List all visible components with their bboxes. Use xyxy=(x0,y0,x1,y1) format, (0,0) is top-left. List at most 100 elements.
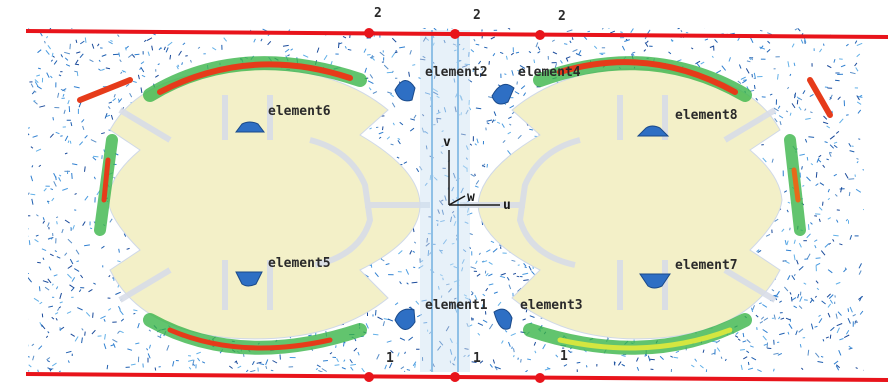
port-marker-bottom-1[interactable] xyxy=(364,372,374,382)
field-vector xyxy=(528,265,532,271)
field-vector xyxy=(234,360,238,363)
field-vector xyxy=(858,270,862,275)
field-vector xyxy=(566,29,573,33)
field-vector xyxy=(494,366,501,370)
field-vector xyxy=(848,191,851,197)
field-vector xyxy=(786,209,789,213)
field-vector xyxy=(752,305,755,311)
element7-marker[interactable] xyxy=(639,273,671,289)
field-vector xyxy=(567,350,572,353)
field-vector xyxy=(369,74,374,79)
field-vector xyxy=(58,370,61,372)
field-vector xyxy=(829,97,832,99)
field-vector xyxy=(47,278,52,284)
field-vector xyxy=(64,57,69,61)
field-vector xyxy=(43,188,47,192)
field-vector xyxy=(123,233,127,237)
field-vector xyxy=(84,166,86,172)
field-vector xyxy=(528,50,532,54)
field-vector xyxy=(486,163,488,168)
port-marker-top-2[interactable] xyxy=(450,29,460,39)
field-vector xyxy=(235,361,238,365)
element1-label: element1 xyxy=(425,298,488,313)
field-vector xyxy=(79,53,84,59)
field-vector xyxy=(31,343,35,347)
field-vector xyxy=(81,337,83,344)
port-marker-top-1[interactable] xyxy=(364,28,374,38)
field-vector xyxy=(143,39,147,42)
field-vector xyxy=(474,143,477,146)
field-vector xyxy=(31,198,34,205)
field-vector xyxy=(369,127,372,130)
field-vector xyxy=(833,141,838,144)
field-vector xyxy=(55,176,57,181)
port-marker-bottom-3[interactable] xyxy=(535,373,545,383)
field-vector xyxy=(76,260,80,263)
field-vector xyxy=(507,131,512,135)
field-vector xyxy=(798,266,804,271)
field-vector xyxy=(809,299,813,304)
field-vector xyxy=(117,330,121,334)
field-vector xyxy=(617,361,622,366)
field-vector xyxy=(737,338,741,341)
field-vector xyxy=(422,28,426,30)
field-vector xyxy=(711,55,714,58)
field-vector xyxy=(59,327,62,331)
port-marker-top-3[interactable] xyxy=(535,30,545,40)
field-vector xyxy=(106,364,109,370)
field-vector xyxy=(806,156,809,161)
element6-marker[interactable] xyxy=(235,121,265,133)
field-vector xyxy=(742,340,747,343)
field-vector xyxy=(414,363,416,368)
field-vector xyxy=(827,217,831,220)
field-vector xyxy=(621,363,626,367)
field-vector xyxy=(825,336,829,339)
field-vector xyxy=(52,55,55,58)
field-vector xyxy=(49,253,54,257)
field-vector xyxy=(28,356,30,358)
field-vector xyxy=(760,45,764,50)
field-vector xyxy=(490,240,495,244)
field-vector xyxy=(738,64,742,69)
field-vector xyxy=(50,59,53,62)
field-vector xyxy=(51,362,57,367)
field-vector xyxy=(798,242,802,248)
field-vector xyxy=(700,61,705,65)
field-vector xyxy=(829,144,835,149)
element7-label: element7 xyxy=(675,258,738,273)
field-vector xyxy=(835,281,841,285)
element4-marker[interactable] xyxy=(491,83,515,105)
field-vector xyxy=(409,127,415,132)
field-vector xyxy=(185,55,188,57)
element8-marker[interactable] xyxy=(636,125,670,137)
field-vector xyxy=(188,359,194,362)
field-vector xyxy=(60,135,63,137)
field-vector xyxy=(585,365,588,368)
field-vector xyxy=(42,217,45,221)
field-vector xyxy=(670,39,674,42)
element1-marker[interactable] xyxy=(394,308,416,330)
element2-marker[interactable] xyxy=(394,80,416,102)
field-vector xyxy=(508,116,512,120)
field-vector xyxy=(93,176,96,180)
field-vector xyxy=(32,135,38,138)
field-vector xyxy=(816,157,820,163)
field-vector xyxy=(157,335,162,339)
field-vector xyxy=(243,354,245,357)
field-vector xyxy=(403,370,406,372)
field-vector xyxy=(786,240,789,246)
field-vector xyxy=(108,308,112,311)
field-vector xyxy=(75,39,78,44)
field-vector xyxy=(394,51,398,54)
element5-marker[interactable] xyxy=(235,271,263,287)
field-vector xyxy=(470,173,475,177)
field-vector xyxy=(542,343,546,350)
element3-label: element3 xyxy=(520,298,583,313)
field-vector xyxy=(141,74,146,78)
field-vector xyxy=(398,250,403,255)
field-vector xyxy=(488,323,494,330)
element3-marker[interactable] xyxy=(493,308,513,330)
port-marker-bottom-2[interactable] xyxy=(450,372,460,382)
field-vector xyxy=(228,365,233,369)
